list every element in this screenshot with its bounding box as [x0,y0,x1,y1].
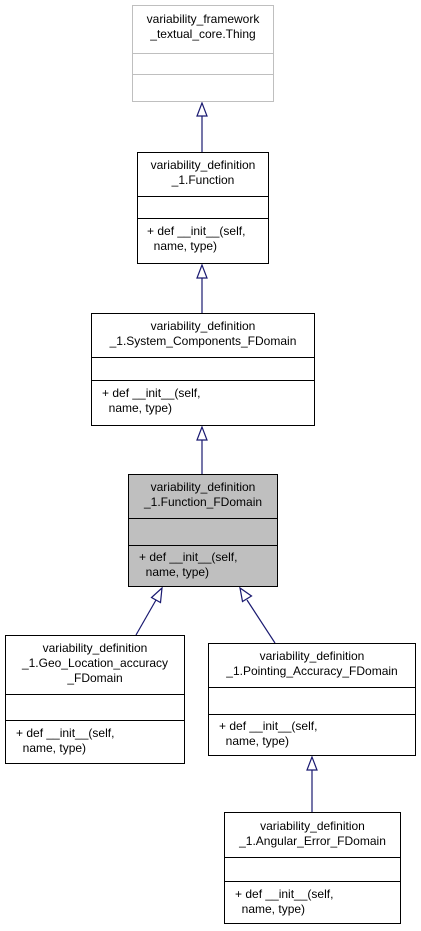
class-node-angular-error-fdomain[interactable]: variability_definition _1.Angular_Error_… [224,812,401,924]
class-name: variability_definition _1.Pointing_Accur… [226,649,398,678]
methods-section: + def __init__(self, name, type) [209,714,415,756]
arrowhead-icon [196,263,208,279]
class-name: variability_definition _1.Function [150,158,256,187]
class-node-function[interactable]: variability_definition _1.Function + def… [137,152,269,264]
class-node-system-components-fdomain[interactable]: variability_definition _1.System_Compone… [91,313,315,426]
edge-pointing-to-function-fdomain [246,599,276,644]
methods-section: + def __init__(self, name, type) [225,881,400,924]
attributes-section [133,53,273,74]
methods-section: + def __init__(self, name, type) [92,380,314,426]
attributes-section [225,857,400,881]
class-name: variability_definition _1.Geo_Location_a… [21,641,169,685]
arrowhead-icon [196,425,208,441]
class-name: variability_definition _1.System_Compone… [109,319,297,348]
class-name: variability_framework _textual_core.Thin… [146,12,260,41]
class-name: variability_definition _1.Angular_Error_… [239,819,386,848]
arrowhead-icon [239,586,253,603]
class-name: variability_definition _1.Function_FDoma… [143,480,263,509]
attributes-section [138,196,268,218]
attributes-section [92,357,314,380]
arrowhead-icon [196,101,208,117]
arrowhead-icon [306,755,318,771]
methods-section: + def __init__(self, name, type) [138,218,268,264]
methods-section [133,74,273,103]
methods-section: + def __init__(self, name, type) [6,720,184,764]
edge-geo-location-to-function-fdomain [135,599,157,636]
attributes-section [6,694,184,720]
class-node-thing[interactable]: variability_framework _textual_core.Thin… [132,5,274,102]
class-node-function-fdomain[interactable]: variability_definition _1.Function_FDoma… [128,474,278,587]
class-node-geo-location-accuracy-fdomain[interactable]: variability_definition _1.Geo_Location_a… [5,635,185,764]
methods-section: + def __init__(self, name, type) [129,545,277,587]
arrowhead-icon [150,586,163,604]
attributes-section [129,518,277,545]
class-node-pointing-accuracy-fdomain[interactable]: variability_definition _1.Pointing_Accur… [208,643,416,756]
attributes-section [209,687,415,714]
